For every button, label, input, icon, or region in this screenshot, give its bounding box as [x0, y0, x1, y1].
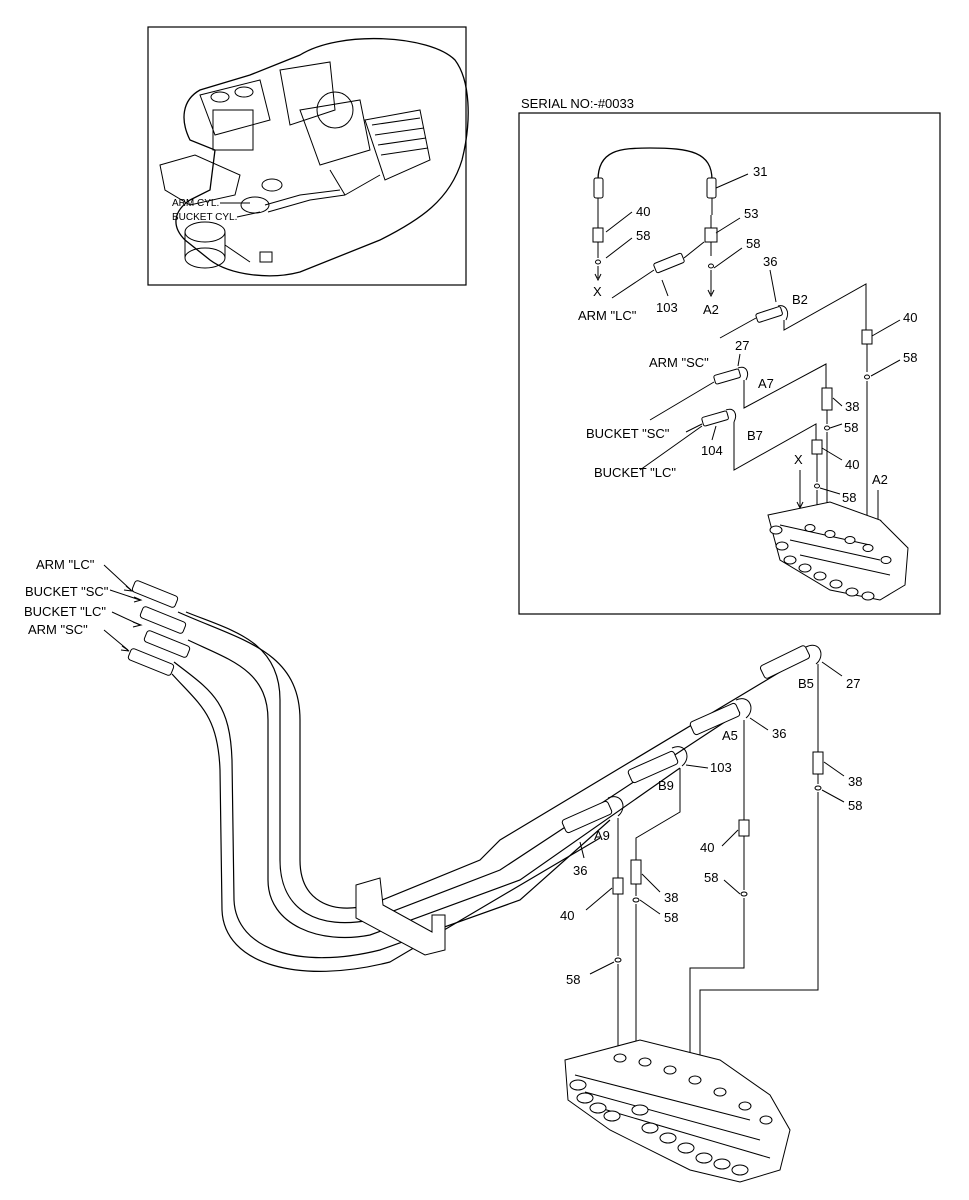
callout-58: 58 [848, 798, 862, 813]
port-b5: B5 [798, 676, 814, 691]
callout-38: 38 [845, 399, 859, 414]
hose-fitting [706, 177, 717, 199]
main-hose-assembly: ARM "LC" BUCKET "SC" BUCKET "LC" ARM "SC… [24, 557, 862, 1183]
callout-27: 27 [846, 676, 860, 691]
hose-label-arm-lc: ARM "LC" [578, 308, 637, 323]
hose-fitting [593, 177, 604, 199]
callout-103: 103 [710, 760, 732, 775]
fitting-27 [759, 645, 811, 679]
hose-label-arm-sc: ARM "SC" [28, 622, 88, 637]
port-a7: A7 [758, 376, 774, 391]
hose-end-fitting [131, 580, 179, 608]
port-a2: A2 [703, 302, 719, 317]
hose-end-fitting [139, 606, 187, 634]
machine-overview-inset: ARM CYL. BUCKET CYL. [147, 26, 469, 286]
hose-label-bucket-sc: BUCKET "SC" [586, 426, 670, 441]
hose-end-fitting [127, 648, 175, 676]
fitting-27 [713, 368, 741, 385]
main-control-valve [564, 1039, 791, 1183]
fitting-36 [755, 306, 783, 323]
hose-label-bucket-lc: BUCKET "LC" [24, 604, 106, 619]
fitting-40 [592, 227, 604, 243]
arm-cyl-label: ARM CYL. [172, 198, 219, 209]
callout-27: 27 [735, 338, 749, 353]
callout-58: 58 [566, 972, 580, 987]
callout-38: 38 [664, 890, 678, 905]
fitting-40 [612, 877, 624, 895]
port-a9: A9 [594, 828, 610, 843]
callout-40: 40 [636, 204, 650, 219]
hose-label-bucket-sc: BUCKET "SC" [25, 584, 109, 599]
port-x: X [794, 452, 803, 467]
port-a5: A5 [722, 728, 738, 743]
callout-58: 58 [704, 870, 718, 885]
fitting-40 [861, 329, 873, 345]
callout-40: 40 [560, 908, 574, 923]
control-valve-small [767, 501, 909, 601]
hose-end-fitting [143, 630, 191, 658]
fitting-53 [704, 227, 718, 243]
hose-label-arm-sc: ARM "SC" [649, 355, 709, 370]
callout-58: 58 [903, 350, 917, 365]
callout-40: 40 [903, 310, 917, 325]
callout-36: 36 [763, 254, 777, 269]
serial-number-label: SERIAL NO:-#0033 [521, 96, 634, 111]
fitting-38 [630, 859, 642, 885]
fitting-38 [812, 751, 824, 775]
callout-40: 40 [845, 457, 859, 472]
port-b9: B9 [658, 778, 674, 793]
fitting-104 [701, 410, 729, 427]
callout-53: 53 [744, 206, 758, 221]
bucket-cyl-label: BUCKET CYL. [172, 212, 237, 223]
port-b7: B7 [747, 428, 763, 443]
port-a2: A2 [872, 472, 888, 487]
callout-40: 40 [700, 840, 714, 855]
fitting-36 [689, 702, 741, 736]
hose-103 [653, 252, 685, 274]
callout-58: 58 [664, 910, 678, 925]
port-x: X [593, 284, 602, 299]
fitting-38 [821, 387, 833, 411]
hose-label-arm-lc: ARM "LC" [36, 557, 95, 572]
fitting-36 [561, 800, 613, 834]
hose-label-bucket-lc: BUCKET "LC" [594, 465, 676, 480]
callout-38: 38 [848, 774, 862, 789]
callout-58: 58 [746, 236, 760, 251]
fitting-40 [738, 819, 750, 837]
callout-103: 103 [656, 300, 678, 315]
callout-58: 58 [844, 420, 858, 435]
callout-31: 31 [753, 164, 767, 179]
callout-58: 58 [636, 228, 650, 243]
callout-104: 104 [701, 443, 723, 458]
callout-58: 58 [842, 490, 856, 505]
callout-36: 36 [772, 726, 786, 741]
fitting-103 [627, 750, 679, 784]
fitting-40 [811, 439, 823, 455]
port-b2: B2 [792, 292, 808, 307]
callout-36: 36 [573, 863, 587, 878]
serial-detail-inset: SERIAL NO:-#0033 31 40 58 53 58 X A2 103… [518, 96, 941, 615]
hose-clamp-bracket [355, 877, 446, 956]
